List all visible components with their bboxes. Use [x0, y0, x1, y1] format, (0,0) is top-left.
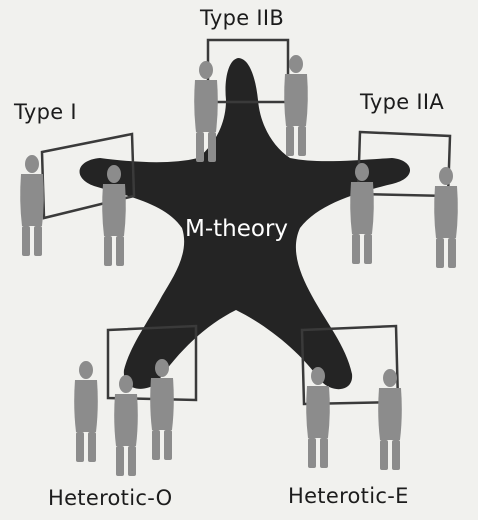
- type-iia-group: [350, 130, 458, 268]
- m-theory-star: [79, 58, 411, 390]
- type-iib-group: [194, 38, 308, 162]
- type-iib-presenter-figure: [194, 61, 218, 162]
- heterotic-o-label: Heterotic-O: [48, 486, 173, 510]
- heterotic-o-figure-2: [114, 375, 138, 476]
- heterotic-e-group: [300, 324, 402, 470]
- heterotic-o-figure-1: [74, 361, 98, 462]
- heterotic-o-board: [106, 324, 198, 402]
- type-i-group: [20, 132, 136, 266]
- heterotic-o-group: [74, 324, 198, 476]
- heterotic-e-label: Heterotic-E: [288, 484, 409, 508]
- type-i-observer-figure: [20, 155, 44, 256]
- type-iib-label: Type IIB: [200, 6, 285, 30]
- type-i-label: Type I: [14, 100, 77, 124]
- type-iia-label: Type IIA: [360, 90, 445, 114]
- m-theory-label: M-theory: [185, 216, 289, 242]
- type-iia-observer-figure: [434, 167, 458, 268]
